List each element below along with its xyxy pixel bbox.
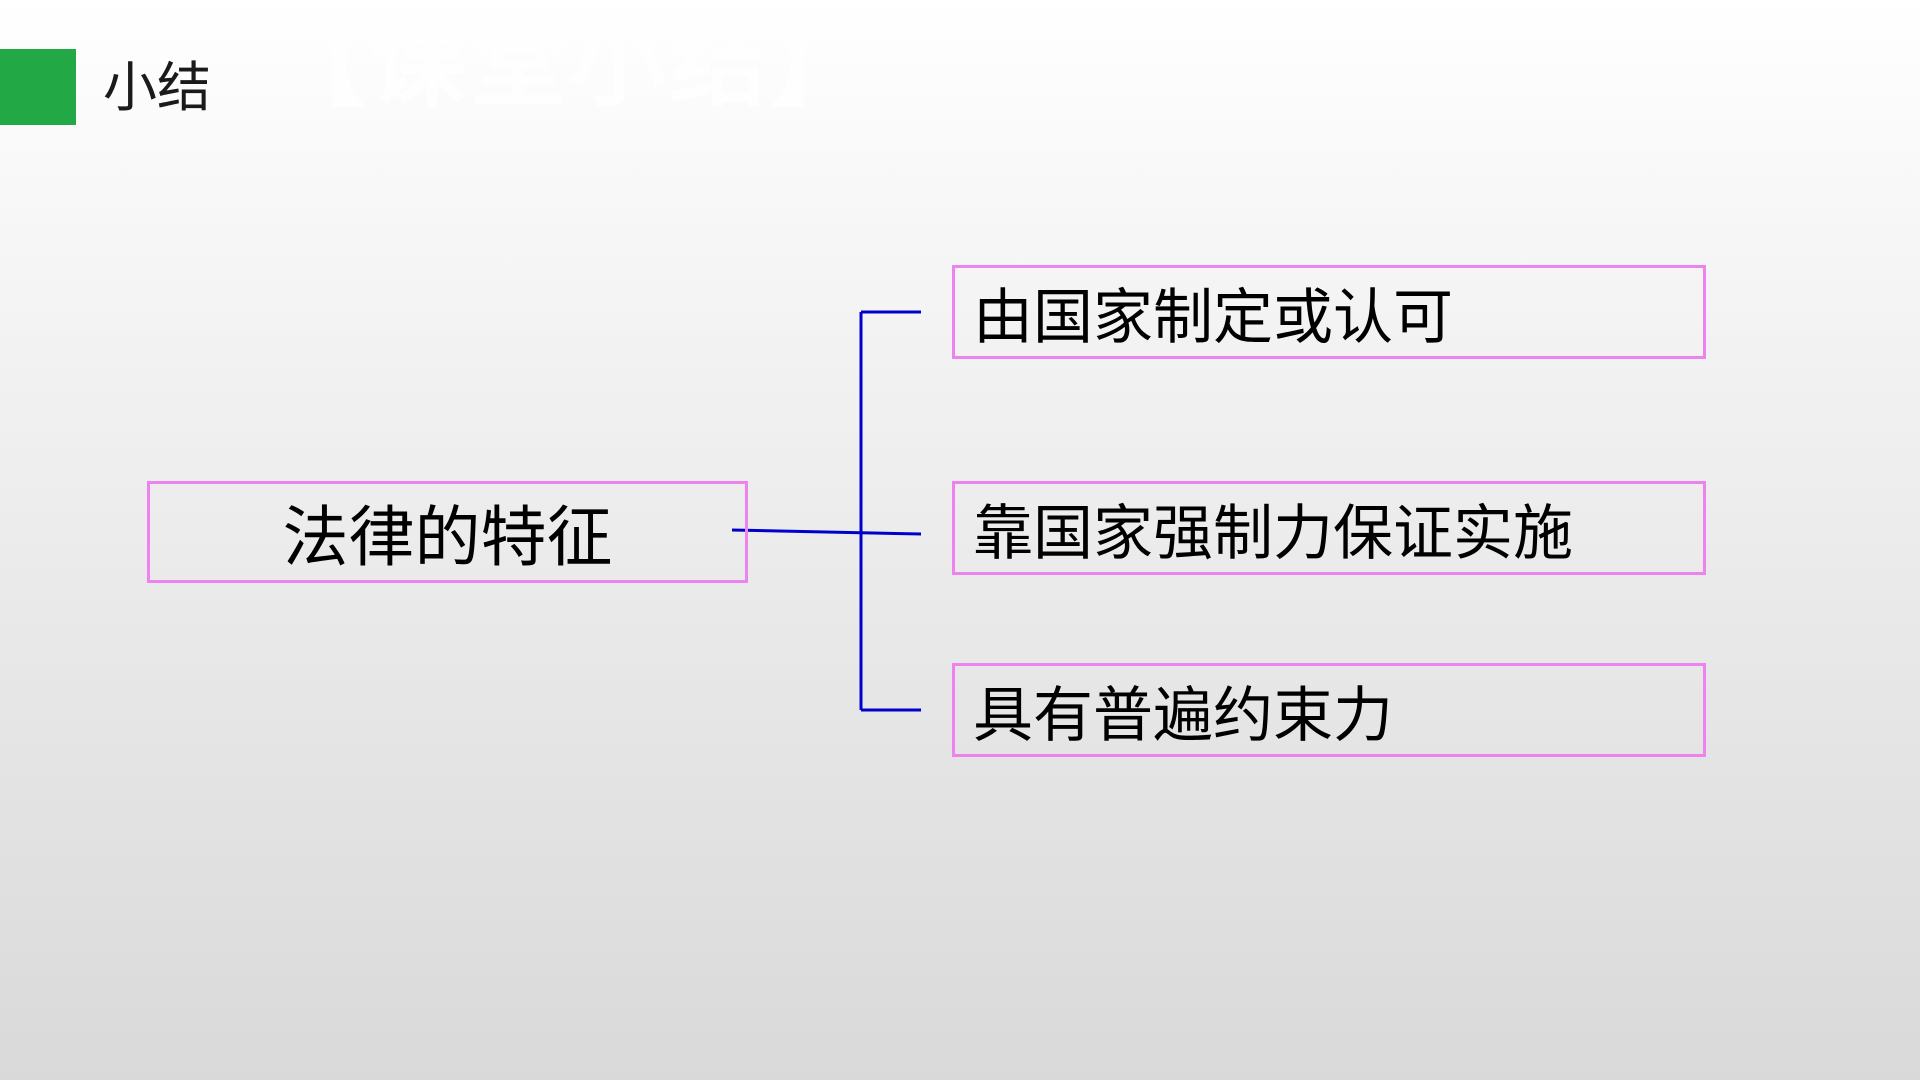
root-connector-line <box>731 528 922 536</box>
watermark-title: 【课堂小结】 <box>270 8 870 120</box>
branch-node-3: 具有普遍约束力 <box>952 663 1706 757</box>
branch-node-2: 靠国家强制力保证实施 <box>952 481 1706 575</box>
root-node: 法律的特征 <box>147 481 748 583</box>
section-accent-bar <box>0 49 76 125</box>
section-title: 小结 <box>103 56 211 119</box>
branch-node-1: 由国家制定或认可 <box>952 265 1706 359</box>
